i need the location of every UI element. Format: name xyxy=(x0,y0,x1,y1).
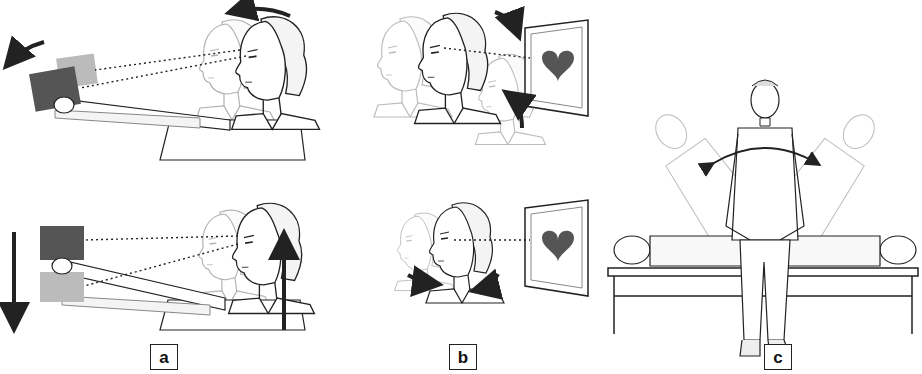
art-part xyxy=(751,82,779,118)
gaze-line xyxy=(454,239,530,240)
head xyxy=(415,13,501,123)
hand xyxy=(54,97,74,113)
faded-arm xyxy=(55,110,200,128)
panel-label-box: a xyxy=(150,344,178,370)
panel-a-bottom xyxy=(14,203,314,330)
frame-inner xyxy=(531,207,582,288)
card-light xyxy=(40,272,84,302)
lying-figure-right xyxy=(782,236,916,266)
art-part xyxy=(649,109,693,155)
picture-frame xyxy=(525,20,588,116)
panel-letter: a xyxy=(159,349,168,366)
panel-c xyxy=(608,80,918,356)
art-part xyxy=(740,240,790,340)
head xyxy=(232,17,320,130)
rotate-arrow xyxy=(495,12,518,34)
lying-figure-left xyxy=(614,236,748,266)
art-part xyxy=(837,109,881,155)
panel-a-top xyxy=(8,9,320,160)
art-part xyxy=(732,128,798,240)
panel-label-box: b xyxy=(449,344,477,370)
art-part xyxy=(760,118,770,126)
gaze-line xyxy=(80,50,246,88)
card-dark xyxy=(40,226,84,260)
tilt-arrow xyxy=(712,148,818,164)
panel-label-box: c xyxy=(764,344,792,370)
heart xyxy=(542,51,574,82)
panel-letter: b xyxy=(458,349,468,366)
faded-arm xyxy=(62,296,210,315)
rotate-arrow xyxy=(8,42,44,64)
sitting-figure xyxy=(726,80,804,356)
panel-b-bottom xyxy=(395,200,588,303)
hand xyxy=(52,258,72,274)
head xyxy=(426,203,504,303)
art-part xyxy=(614,236,650,264)
art-part xyxy=(880,236,916,264)
rotate-arrow xyxy=(408,275,436,284)
gaze-line xyxy=(444,48,530,58)
up-arrow xyxy=(282,236,286,330)
art-part xyxy=(752,80,778,86)
rotate-arrow xyxy=(476,274,498,290)
heart xyxy=(542,231,574,262)
down-arrow xyxy=(12,232,16,326)
rotate-arrow xyxy=(508,94,522,128)
rotate-arrow xyxy=(232,9,290,16)
picture-frame xyxy=(525,200,588,296)
panel-letter: c xyxy=(773,349,782,366)
frame-inner xyxy=(531,27,582,108)
gaze-line xyxy=(84,236,238,286)
head xyxy=(229,203,315,313)
panel-b-top xyxy=(374,12,588,145)
art-part xyxy=(726,134,804,240)
faded-figures xyxy=(636,100,893,247)
